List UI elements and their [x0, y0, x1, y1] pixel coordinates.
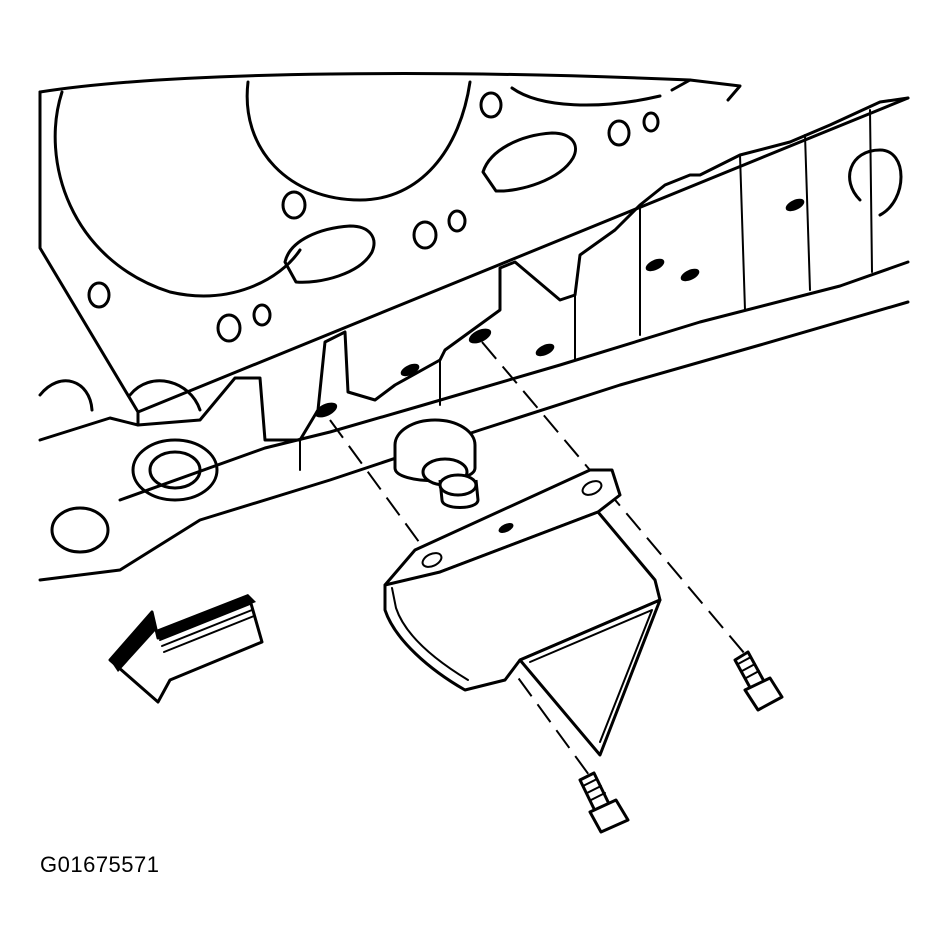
- front-direction-arrow-icon: [108, 594, 264, 704]
- cylinder-bore-3: [510, 86, 662, 107]
- block-mounting-holes: [314, 198, 805, 418]
- deck-bolt-holes: [87, 91, 660, 343]
- cylinder-bore-2: [245, 80, 472, 202]
- bracket: [383, 468, 662, 757]
- sensor-stud: [393, 418, 480, 509]
- bolt-right: [733, 650, 784, 712]
- engine-block: [38, 72, 910, 582]
- coolant-passages: [283, 131, 577, 284]
- bolt-left: [578, 771, 630, 834]
- boss-1: [131, 438, 219, 502]
- cylinder-bore-1: [53, 90, 302, 298]
- figure-id-label: G01675571: [40, 852, 160, 877]
